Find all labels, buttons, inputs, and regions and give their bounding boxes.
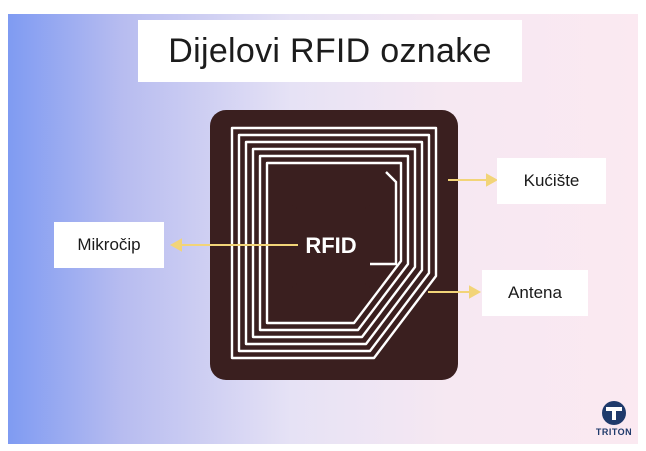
coil-5: [258, 154, 410, 332]
page-title: Dijelovi RFID oznake: [168, 31, 492, 70]
label-kuciste: Kućište: [497, 158, 606, 204]
antenna-coils: [230, 126, 438, 360]
triton-logo-icon: [602, 401, 626, 425]
coil-4: [251, 147, 417, 339]
label-kuciste-text: Kućište: [523, 171, 580, 190]
arrow-antena-head: [469, 285, 482, 299]
chip-label: RFID: [305, 233, 356, 258]
arrow-kuciste-head: [486, 173, 499, 187]
microchip-core: [296, 207, 366, 285]
rfid-tag-diagram: RFID: [169, 110, 499, 380]
label-antena-text: Antena: [508, 283, 562, 302]
label-mikrocip-text: Mikročip: [77, 235, 141, 254]
logo-text: TRITON: [595, 427, 633, 437]
label-mikrocip: Mikročip: [54, 222, 164, 268]
title-box: Dijelovi RFID oznake: [138, 20, 522, 82]
coil-1: [230, 126, 438, 360]
coil-3: [244, 140, 424, 346]
triton-logo: TRITON: [592, 400, 636, 444]
slide: Dijelovi RFID oznake RFID: [8, 14, 638, 444]
coil-6: [265, 161, 403, 325]
label-antena: Antena: [482, 270, 588, 316]
arrows: [169, 173, 499, 299]
arrow-mikrocip-head: [169, 238, 182, 252]
chip-lead: [370, 171, 398, 266]
coil-2: [237, 133, 431, 353]
